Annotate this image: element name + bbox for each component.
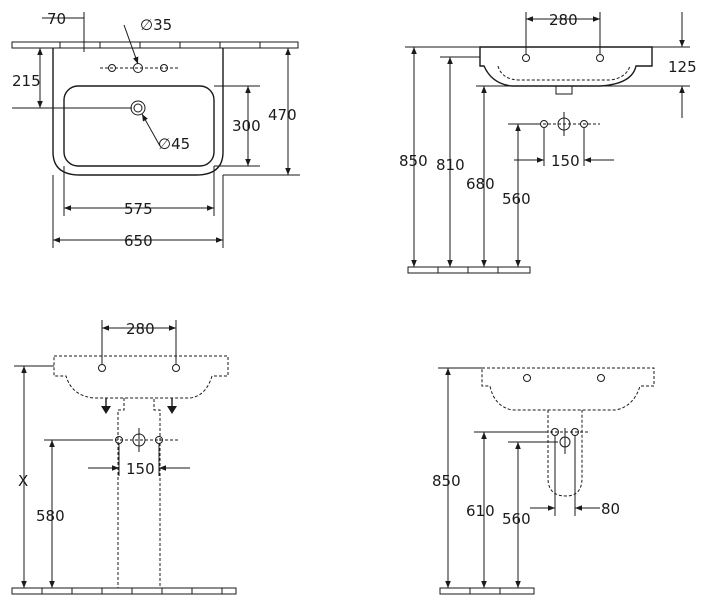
dim-35-label: ∅35 xyxy=(140,16,172,34)
dim-80: 80 xyxy=(530,436,620,518)
dim-850-semi-label: 850 xyxy=(432,472,461,490)
dim-x: X xyxy=(14,365,54,588)
fixing-holes xyxy=(523,374,605,382)
basin-outline xyxy=(52,48,224,176)
dim-280-label: 280 xyxy=(549,11,578,29)
dim-45-label: ∅45 xyxy=(158,135,190,153)
dim-560-semi: 560 xyxy=(502,441,558,588)
dim-150-pedestal-label: 150 xyxy=(126,460,155,478)
dim-850-semi: 850 xyxy=(432,367,482,588)
dim-560-label: 560 xyxy=(502,190,531,208)
dim-850-label: 850 xyxy=(399,152,428,170)
floor-strip xyxy=(407,266,531,274)
dim-850: 850 xyxy=(399,46,480,267)
supply-fittings xyxy=(100,428,180,452)
dim-280-pedestal-label: 280 xyxy=(126,320,155,338)
dim-610-label: 610 xyxy=(466,502,495,520)
dim-470-label: 470 xyxy=(268,106,297,124)
dim-150: 150 xyxy=(514,128,614,170)
dim-680: 680 xyxy=(466,85,556,267)
dim-300: 300 xyxy=(214,85,261,167)
dim-580: 580 xyxy=(36,439,112,588)
fixing-holes xyxy=(522,54,604,62)
dim-280: 280 xyxy=(525,11,601,54)
dim-575: 575 xyxy=(63,166,215,218)
dim-35: ∅35 xyxy=(123,16,172,65)
wall-strip xyxy=(11,41,299,49)
dim-70-label: 70 xyxy=(47,10,66,28)
floor-strip xyxy=(11,587,237,595)
drain xyxy=(130,100,146,116)
semi-pedestal-outline xyxy=(547,410,583,497)
dim-650-label: 650 xyxy=(124,232,153,250)
dim-610: 610 xyxy=(466,431,548,588)
waste-outlet xyxy=(555,85,573,95)
dim-215: 215 xyxy=(12,48,132,109)
dim-300-label: 300 xyxy=(232,117,261,135)
semi-pedestal-view: 80 850 610 560 xyxy=(432,367,655,595)
top-view: 70 ∅35 215 ∅45 300 470 xyxy=(11,10,300,250)
supply-fittings xyxy=(540,428,590,454)
installation-view: 280 125 150 850 xyxy=(399,11,697,274)
fixing-arrows xyxy=(101,398,177,414)
dim-580-label: 580 xyxy=(36,507,65,525)
dim-125: 125 xyxy=(600,12,697,118)
dim-125-label: 125 xyxy=(668,58,697,76)
dim-150-label: 150 xyxy=(551,152,580,170)
dim-810: 810 xyxy=(436,56,480,267)
bowl-outline xyxy=(63,85,215,167)
pedestal-view: 280 150 X xyxy=(11,320,237,595)
dim-80-label: 80 xyxy=(601,500,620,518)
dim-70: 70 xyxy=(42,10,85,52)
dim-150-pedestal: 150 xyxy=(88,444,190,478)
dim-560-semi-label: 560 xyxy=(502,510,531,528)
dim-470: 470 xyxy=(223,48,300,176)
dim-810-label: 810 xyxy=(436,156,465,174)
pedestal-outline xyxy=(117,398,161,589)
basin-outline-dashed xyxy=(481,367,655,411)
fixing-holes xyxy=(98,364,180,372)
dim-560: 560 xyxy=(502,123,538,267)
dim-650: 650 xyxy=(52,175,224,250)
dim-680-label: 680 xyxy=(466,175,495,193)
basin-outline-dashed xyxy=(53,355,229,399)
dim-45: ∅45 xyxy=(141,113,190,153)
basin-profile xyxy=(479,46,653,87)
floor-strip xyxy=(439,587,535,595)
dim-575-label: 575 xyxy=(124,200,153,218)
dim-280-pedestal: 280 xyxy=(101,320,177,364)
tap-holes xyxy=(100,63,180,73)
dim-x-label: X xyxy=(18,472,28,490)
dim-215-label: 215 xyxy=(12,72,41,90)
